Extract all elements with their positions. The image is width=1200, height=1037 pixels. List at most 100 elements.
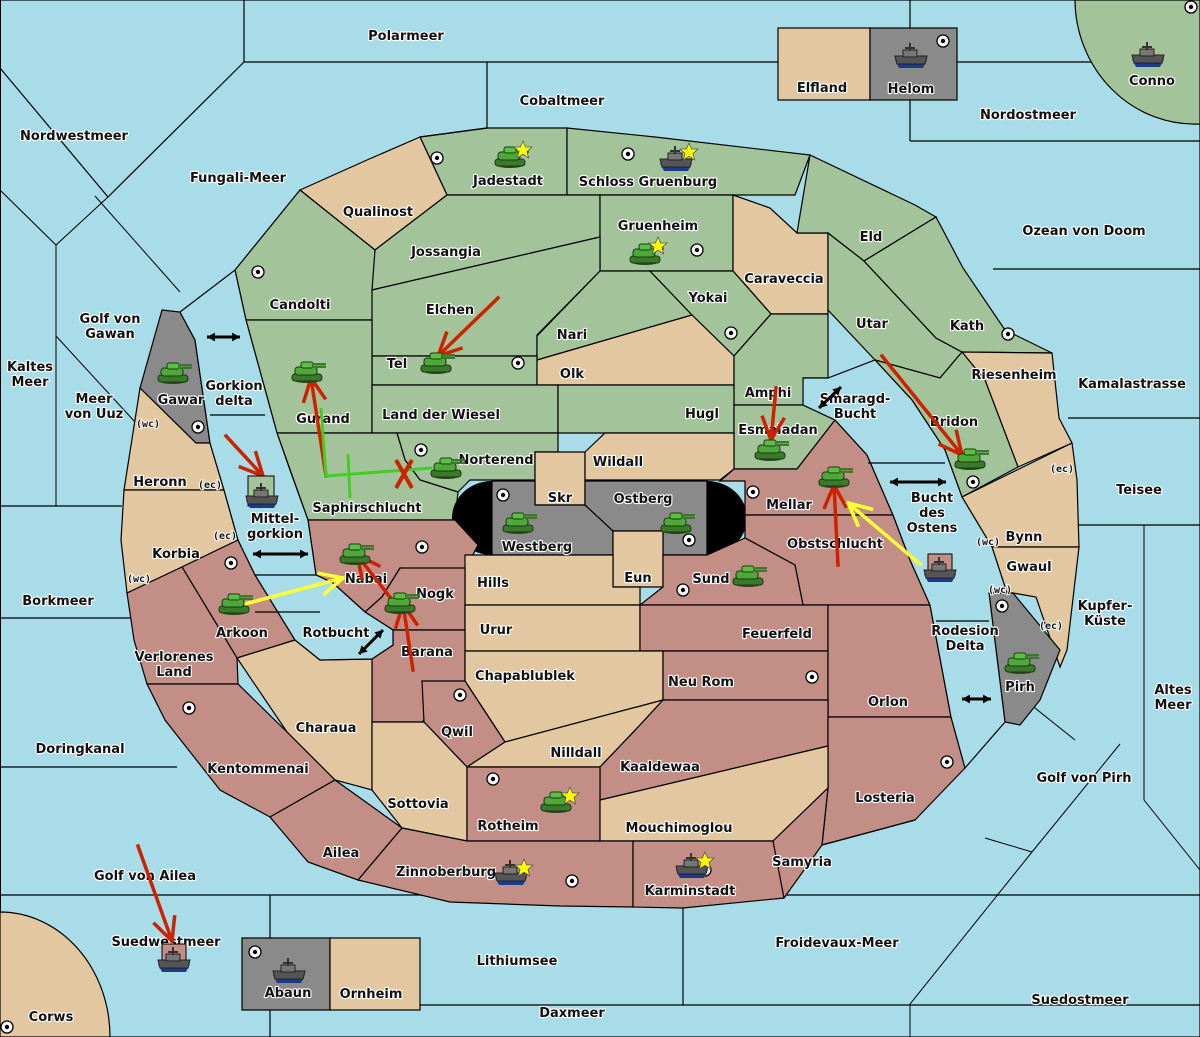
territory-label-korbia: Korbia (152, 547, 200, 562)
adjacency-arrow-icon (207, 332, 240, 342)
territory-label-sottovia: Sottovia (387, 797, 448, 812)
adjacency-arrow-icon (890, 477, 946, 487)
coast-label-korbia-wc: (wc) (127, 574, 151, 585)
territory-label-candolti: Candolti (270, 298, 331, 313)
sea-label-mittelgorkion: Mittel-gorkion (247, 512, 303, 542)
adjacency-arrow-icon (962, 694, 991, 704)
territory-label-westberg: Westberg (502, 540, 572, 555)
adjacency-arrow-icon (253, 549, 308, 559)
order-convoy-failed (319, 407, 433, 499)
supply-center-icon (511, 356, 525, 370)
territory-label-hills: Hills (477, 576, 509, 591)
supply-center-icon (621, 147, 635, 161)
territory-label-corws: Corws (29, 1010, 74, 1025)
sea-rotbucht[interactable] (253, 574, 394, 661)
supply-center-icon (724, 326, 738, 340)
territory-label-helom: Helom (888, 82, 935, 97)
order-arrow-move (135, 843, 177, 944)
sea-label-kupfer: Kupfer-Küste (1078, 599, 1133, 629)
territory-label-samyria: Samyria (772, 855, 832, 870)
territory-label-qwil: Qwil (441, 725, 473, 740)
supply-center-icon (224, 556, 238, 570)
territory-label-feuerfeld: Feuerfeld (742, 627, 812, 642)
sea-label-suedostmeer: Suedostmeer (1031, 993, 1129, 1008)
territory-label-tel: Tel (387, 357, 407, 372)
territory-label-barana: Barana (401, 645, 453, 660)
territory-label-elfland: Elfland (797, 81, 847, 96)
territory-label-charaua: Charaua (296, 721, 357, 736)
coast-label-bynn-wc: (wc) (976, 537, 1000, 548)
sea-label-polarmeer: Polarmeer (368, 29, 444, 44)
territory-label-utar: Utar (856, 317, 889, 332)
fleet-unit[interactable] (245, 475, 279, 509)
territory-label-saphirschlucht: Saphirschlucht (312, 501, 421, 516)
territory-label-ailea: Ailea (323, 846, 360, 861)
territory-label-urur: Urur (480, 623, 513, 638)
territory-label-nabai: Nabai (345, 572, 387, 587)
territory-label-amphi: Amphi (745, 386, 792, 401)
label-layer: PolarmeerCobaltmeerNordwestmeerFungali-M… (6, 28, 1193, 1026)
territory-label-gruenheim: Gruenheim (618, 219, 698, 234)
territory-label-ornheim: Ornheim (340, 987, 403, 1002)
fleet-unit[interactable] (923, 553, 957, 583)
territory-label-landwiesel: Land der Wiesel (382, 408, 500, 423)
territory-label-nari: Nari (557, 328, 588, 343)
supply-center-icon (746, 485, 760, 499)
supply-center-icon (248, 945, 262, 959)
territory-label-eld: Eld (860, 230, 883, 245)
territory-ornheim[interactable] (329, 937, 421, 1011)
territory-label-nogk: Nogk (416, 587, 454, 602)
territory-label-gwaul: Gwaul (1006, 560, 1051, 575)
supply-center-icon (682, 533, 696, 547)
territory-zinnoberburg[interactable] (356, 827, 634, 908)
coast-label-gawar-wc: (wc) (136, 419, 160, 430)
coast-label-heronn-ec: (ec) (198, 480, 222, 491)
order-arrow-support (845, 500, 923, 567)
sea-label-borkmeer: Borkmeer (22, 594, 94, 609)
supply-center-icon (940, 755, 954, 769)
supply-center-icon (565, 874, 579, 888)
territory-label-olk: Olk (560, 367, 585, 382)
territory-label-mouchimoglou: Mouchimoglou (626, 821, 733, 836)
supply-center-icon (805, 670, 819, 684)
territory-label-neurom: Neu Rom (668, 675, 734, 690)
supply-center-icon (936, 34, 950, 48)
sea-label-lithiumsee: Lithiumsee (477, 954, 558, 969)
territory-elfland[interactable] (777, 27, 871, 101)
coast-label-bynn-ec: (ec) (1050, 464, 1074, 475)
order-arrow-move (822, 483, 848, 567)
adjacency-arrow-icon (357, 628, 385, 656)
territory-kath[interactable] (863, 216, 1053, 354)
territory-label-kath: Kath (950, 319, 984, 334)
coast-label-gwaul-wc: (wc) (988, 585, 1012, 596)
territory-label-ostberg: Ostberg (614, 492, 673, 507)
sea-label-nordwestmeer: Nordwestmeer (20, 129, 128, 144)
order-arrow-move (760, 386, 786, 442)
fleet-unit[interactable] (157, 943, 191, 973)
sea-label-nordostmeer: Nordostmeer (980, 108, 1077, 123)
territory-label-orlon: Orlon (868, 695, 908, 710)
supply-center-icon (690, 243, 704, 257)
sea-label-froidevaux: Froidevaux-Meer (775, 936, 899, 951)
sea-label-kamalastrasse: Kamalastrasse (1078, 377, 1186, 392)
territory-label-riesenheim: Riesenheim (971, 368, 1056, 383)
territory-label-eun: Eun (624, 571, 651, 586)
territory-label-karminstadt: Karminstadt (645, 884, 736, 899)
territory-corws[interactable] (0, 911, 111, 1037)
territory-label-qualinost: Qualinost (343, 205, 413, 220)
supply-center-icon (453, 688, 467, 702)
supply-center-icon (182, 701, 196, 715)
territory-label-heronn: Heronn (133, 475, 187, 490)
territory-label-kaaldewaa: Kaaldewaa (620, 760, 700, 775)
territory-label-conno: Conno (1129, 74, 1175, 89)
supply-center-icon (496, 488, 510, 502)
supply-center-icon (430, 151, 444, 165)
sea-label-fungali: Fungali-Meer (190, 171, 287, 186)
sea-smaragd-bucht[interactable] (802, 359, 1008, 770)
